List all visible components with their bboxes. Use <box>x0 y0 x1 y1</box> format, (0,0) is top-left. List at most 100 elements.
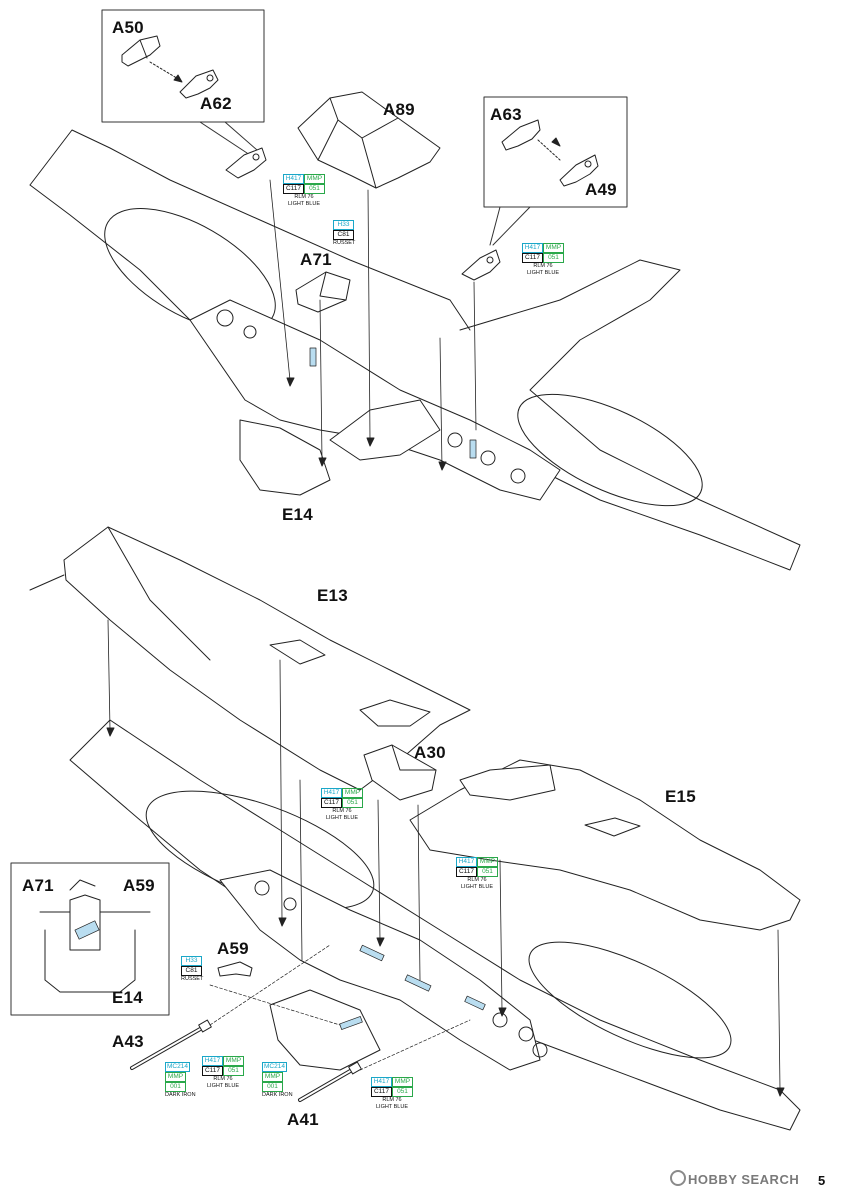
label-e14-top: E14 <box>282 505 313 524</box>
callout-mmp-header: MMP <box>165 1072 186 1082</box>
watermark: HOBBY SEARCH <box>688 1172 800 1187</box>
label-a59-inset: A59 <box>123 876 155 895</box>
label-e13: E13 <box>317 586 348 605</box>
color-callout-dark-iron: MC214 MMP 001 DARK IRON <box>262 1062 293 1099</box>
rlm76-strip-top-left <box>309 347 317 367</box>
page-number: 5 <box>818 1173 826 1188</box>
callout-color-name: RUSSET <box>333 240 356 246</box>
label-a62: A62 <box>200 94 232 113</box>
callout-color-name2: LIGHT BLUE <box>527 269 559 276</box>
callout-color-name: DARK IRON <box>262 1092 293 1098</box>
callout-mmp-code: 051 <box>304 184 325 194</box>
callout-h-code: H417 <box>522 243 543 253</box>
part-a41-drawing <box>298 1061 362 1102</box>
callout-h-code: H33 <box>333 220 354 230</box>
part-e13-drawing <box>29 526 471 791</box>
callout-color-name: RLM 76 <box>294 194 314 200</box>
part-a49-drawing <box>559 154 599 187</box>
callout-h-code: H417 <box>456 857 477 867</box>
part-a43-drawing <box>130 1019 212 1070</box>
callout-color-name: RLM 76 <box>213 1076 233 1082</box>
callout-color-name: RLM 76 <box>467 877 487 883</box>
callout-h-code: H417 <box>283 174 304 184</box>
color-callout-russet: H33 C81 RUSSET <box>333 220 355 247</box>
top-wing-assembly <box>29 129 801 571</box>
part-a59-drawing <box>217 961 253 977</box>
callout-color-name: RLM 76 <box>332 808 352 814</box>
callout-mmp-code: 051 <box>342 798 363 808</box>
part-a30-drawing <box>363 744 437 801</box>
callout-c-code: C81 <box>181 966 202 976</box>
callout-mmp-header: MMP <box>543 243 564 253</box>
callout-c-code: C117 <box>283 184 304 194</box>
label-e15: E15 <box>665 787 696 806</box>
callout-color-name2: LIGHT BLUE <box>376 1103 408 1110</box>
label-a49: A49 <box>585 180 617 199</box>
callout-mc-code: MC214 <box>262 1062 287 1072</box>
part-a63-drawing <box>501 119 541 151</box>
color-callout-russet: H33 C81 RUSSET <box>181 956 203 983</box>
part-a62-on-wing <box>225 147 267 179</box>
callout-mmp-code: 001 <box>165 1082 186 1092</box>
callout-mmp-header: MMP <box>223 1056 244 1066</box>
callout-color-name2: LIGHT BLUE <box>207 1082 239 1089</box>
inset-box-detail <box>10 862 170 1016</box>
callout-h-code: H417 <box>371 1077 392 1087</box>
part-a49-on-wing <box>461 249 501 281</box>
callout-h-code: H417 <box>202 1056 223 1066</box>
callout-c-code: C117 <box>522 253 543 263</box>
label-a89: A89 <box>383 100 415 119</box>
label-e14-inset: E14 <box>112 988 143 1007</box>
callout-color-name: RUSSET <box>181 976 204 982</box>
label-a63: A63 <box>490 105 522 124</box>
callout-color-name: RLM 76 <box>382 1097 402 1103</box>
hobby-search-logo-icon <box>670 1170 686 1186</box>
rlm76-strip-bottom-1 <box>359 944 385 962</box>
color-callout-dark-iron: MC214 MMP 001 DARK IRON <box>165 1062 196 1099</box>
part-a62-drawing <box>179 69 219 99</box>
part-a50-drawing <box>121 35 161 67</box>
callout-mmp-header: MMP <box>342 788 363 798</box>
rlm76-strip-bottom-3 <box>339 1016 363 1030</box>
rlm76-strip-top-right <box>469 439 477 459</box>
callout-mmp-header: MMP <box>477 857 498 867</box>
callout-c-code: C117 <box>371 1087 392 1097</box>
callout-c-code: C117 <box>456 867 477 877</box>
callout-color-name2: LIGHT BLUE <box>288 200 320 207</box>
part-a89-drawing <box>297 91 441 189</box>
callout-c-code: C81 <box>333 230 354 240</box>
callout-color-name2: LIGHT BLUE <box>326 814 358 821</box>
callout-color-name2: LIGHT BLUE <box>461 883 493 890</box>
callout-mmp-header: MMP <box>304 174 325 184</box>
label-a71-inset: A71 <box>22 876 54 895</box>
part-e15-drawing <box>409 759 801 931</box>
callout-mmp-code: 051 <box>477 867 498 877</box>
callout-mmp-code: 051 <box>392 1087 413 1097</box>
inset-box-a63-a49 <box>483 96 628 246</box>
callout-mmp-code: 001 <box>262 1082 283 1092</box>
label-a43: A43 <box>112 1032 144 1051</box>
callout-mmp-header: MMP <box>392 1077 413 1087</box>
callout-h-code: H33 <box>181 956 202 966</box>
callout-mmp-code: 051 <box>543 253 564 263</box>
rlm76-strip-bottom-4 <box>464 995 486 1011</box>
label-a41: A41 <box>287 1110 319 1129</box>
callout-color-name: RLM 76 <box>533 263 553 269</box>
callout-mc-code: MC214 <box>165 1062 190 1072</box>
inset-box-a50-a62 <box>101 9 265 154</box>
label-a59: A59 <box>217 939 249 958</box>
part-e14-bottom-drawing <box>69 719 801 1131</box>
callout-color-name: DARK IRON <box>165 1092 196 1098</box>
label-a71-top: A71 <box>300 250 332 269</box>
callout-mmp-code: 051 <box>223 1066 244 1076</box>
callout-c-code: C117 <box>321 798 342 808</box>
label-a50: A50 <box>112 18 144 37</box>
callout-c-code: C117 <box>202 1066 223 1076</box>
